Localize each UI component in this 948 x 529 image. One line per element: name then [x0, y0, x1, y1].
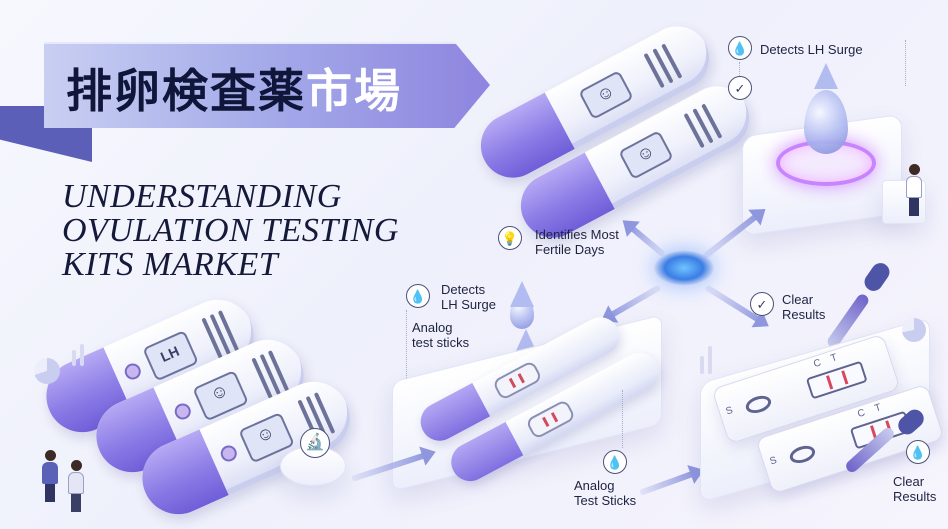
- technician-figure: [906, 164, 922, 216]
- double-drop-icon: 💧: [603, 450, 627, 474]
- arrow-up-right: [702, 211, 762, 260]
- label-detects-mid-2: LH Surge: [441, 297, 496, 312]
- water-drop-icon: 💧: [406, 284, 430, 308]
- title-japanese-light: 市場: [306, 64, 402, 118]
- check-circle-icon: ✓: [750, 292, 774, 316]
- arrow-down-left: [606, 284, 662, 320]
- connector-dotted: [406, 310, 407, 390]
- cassette-t-label: T: [873, 402, 883, 415]
- label-clear-mid-1: Clear: [782, 292, 814, 307]
- pie-chart-decoration: [902, 318, 926, 342]
- cassette-c-label: C: [856, 407, 867, 421]
- cassette-c-label: C: [812, 357, 823, 371]
- connector-dotted: [622, 390, 623, 448]
- microscope-icon: 🔬: [300, 428, 330, 458]
- label-detects-lh-top: Detects LH Surge: [760, 42, 863, 57]
- arrow-bottom-right: [638, 469, 698, 496]
- label-analog-bottom-2: Test Sticks: [574, 493, 637, 508]
- label-clear-bottom-2: Results: [893, 489, 937, 504]
- chart-axis: [905, 40, 906, 86]
- bar-decoration: [72, 350, 76, 366]
- person-figure-2: [68, 460, 84, 512]
- label-analog-bottom-1: Analog: [574, 478, 615, 493]
- cassette-s-label: S: [768, 454, 779, 468]
- label-detects-mid-1: Detects: [441, 282, 486, 297]
- dropper-bulb-top: [861, 259, 893, 295]
- cassette-t-label: T: [829, 352, 839, 365]
- pie-chart-decoration: [34, 358, 60, 384]
- subtitle-line-1: UNDERSTANDING: [62, 178, 342, 215]
- water-drop-mid-1: [510, 295, 534, 329]
- subtitle-line-2: OVULATION TESTING: [62, 212, 399, 249]
- connector-dotted: [739, 62, 740, 76]
- label-identifies-2: Fertile Days: [535, 242, 605, 257]
- label-analog-mid-1: Analog: [412, 320, 453, 335]
- label-identifies-1: Identifies Most: [535, 227, 619, 242]
- label-clear-mid-2: Results: [782, 307, 826, 322]
- bar-decoration: [708, 346, 712, 374]
- shield-check-icon: ✓: [728, 76, 752, 100]
- title-banner: [44, 42, 490, 128]
- lightbulb-icon: 💡: [498, 226, 522, 250]
- cassette-s-label: S: [724, 404, 735, 418]
- subtitle-line-3: KITS MARKET: [62, 246, 279, 283]
- person-figure-1: [42, 450, 58, 502]
- arrow-up-left: [626, 223, 666, 258]
- double-drop-icon: 💧: [906, 440, 930, 464]
- bar-decoration: [700, 356, 704, 374]
- label-clear-bottom-1: Clear: [893, 474, 925, 489]
- water-drop-large: [804, 90, 848, 154]
- label-analog-mid-2: test sticks: [412, 335, 470, 350]
- bar-decoration: [80, 344, 84, 366]
- title-japanese-dark: 排卵検査薬: [66, 64, 306, 118]
- page-title: 排卵検査薬市場: [66, 55, 402, 118]
- water-drop-icon: 💧: [728, 36, 752, 60]
